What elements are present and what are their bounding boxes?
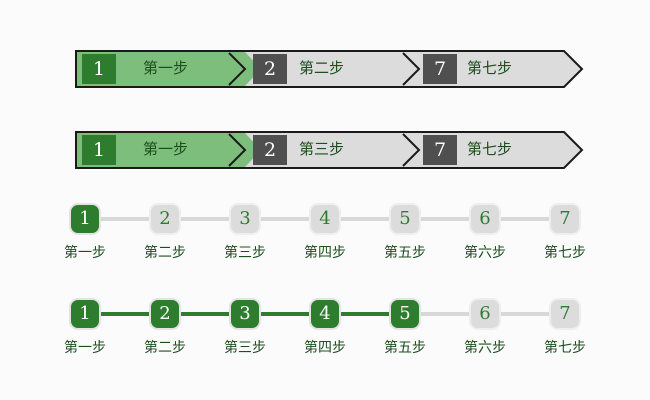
step-item-5: 5 第五步 [379,298,431,357]
step-number-badge: 7 [423,135,457,165]
step-node[interactable]: 1 [69,298,101,330]
step-number-badge: 7 [423,54,457,84]
step-node[interactable]: 7 [549,203,581,235]
step-number-badge: 1 [82,54,116,84]
step-item-6: 6 第六步 [459,203,511,262]
step-node[interactable]: 5 [389,298,421,330]
step-label: 第四步 [304,339,346,355]
arrow-step-bar-1: 1 第一步 2 第二步 7 第七步 [75,50,587,88]
step-item-2: 2 第二步 [139,298,191,357]
step-label: 第六步 [464,244,506,260]
step-label: 第一步 [143,60,189,77]
step-label: 第一步 [64,339,106,355]
step-node[interactable]: 2 [149,203,181,235]
step-label: 第三步 [224,244,266,260]
step-label: 第七步 [544,339,586,355]
step-item-7: 7 第七步 [539,298,591,357]
arrow-step-bar-2: 1 第一步 2 第三步 7 第七步 [75,131,587,169]
step-node[interactable]: 1 [69,203,101,235]
step-number-badge: 2 [253,135,287,165]
step-label: 第二步 [299,60,345,77]
step-segment-2[interactable]: 2 第二步 [253,50,419,88]
step-item-6: 6 第六步 [459,298,511,357]
step-node[interactable]: 2 [149,298,181,330]
step-item-3: 3 第三步 [219,298,271,357]
step-label: 第六步 [464,339,506,355]
step-label: 第二步 [144,244,186,260]
step-label: 第五步 [384,244,426,260]
node-step-bar-1: 1 第一步 2 第二步 3 第三步 4 第四步 5 第五步 6 第六步 7 第七… [59,203,591,262]
step-label: 第三步 [299,141,345,158]
step-label: 第三步 [224,339,266,355]
step-label: 第四步 [304,244,346,260]
step-segment-3[interactable]: 7 第七步 [419,131,585,169]
step-label: 第七步 [467,60,513,77]
step-segment-1[interactable]: 1 第一步 [75,50,261,88]
step-item-4: 4 第四步 [299,203,351,262]
step-node[interactable]: 6 [469,203,501,235]
step-item-3: 3 第三步 [219,203,271,262]
step-label: 第一步 [143,141,189,158]
step-node[interactable]: 4 [309,298,341,330]
step-label: 第七步 [467,141,513,158]
step-item-4: 4 第四步 [299,298,351,357]
step-item-7: 7 第七步 [539,203,591,262]
step-node[interactable]: 6 [469,298,501,330]
step-item-1: 1 第一步 [59,203,111,262]
step-node[interactable]: 5 [389,203,421,235]
step-item-1: 1 第一步 [59,298,111,357]
step-number-badge: 1 [82,135,116,165]
step-label: 第二步 [144,339,186,355]
step-label: 第七步 [544,244,586,260]
step-number-badge: 2 [253,54,287,84]
step-segment-1[interactable]: 1 第一步 [75,131,261,169]
step-node[interactable]: 4 [309,203,341,235]
step-label: 第一步 [64,244,106,260]
step-segment-3[interactable]: 7 第七步 [419,50,585,88]
step-item-5: 5 第五步 [379,203,431,262]
step-node[interactable]: 7 [549,298,581,330]
step-label: 第五步 [384,339,426,355]
step-segment-2[interactable]: 2 第三步 [253,131,419,169]
step-item-2: 2 第二步 [139,203,191,262]
step-node[interactable]: 3 [229,298,261,330]
step-node[interactable]: 3 [229,203,261,235]
node-step-bar-2: 1 第一步 2 第二步 3 第三步 4 第四步 5 第五步 6 第六步 7 第七… [59,298,591,357]
